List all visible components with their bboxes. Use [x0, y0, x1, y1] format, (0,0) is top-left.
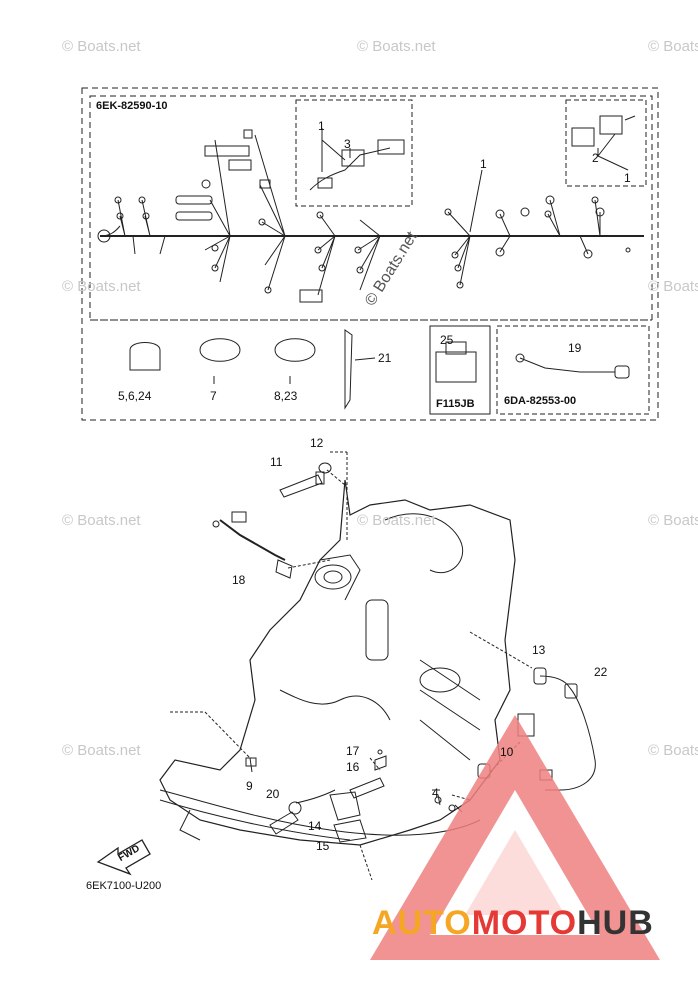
- watermark: © Boats.net: [648, 512, 698, 529]
- part-label: 13: [532, 643, 546, 657]
- logo-part-moto: MOTO: [471, 904, 578, 942]
- part-label: 14: [308, 819, 322, 833]
- part-label: 25: [440, 333, 454, 347]
- part-label: 5,6,24: [118, 389, 152, 403]
- part-label: 18: [232, 573, 246, 587]
- part-label: 17: [346, 744, 360, 758]
- watermark: © Boats.net: [357, 38, 436, 55]
- part-label: 15: [316, 839, 330, 853]
- part-label: 7: [210, 389, 217, 403]
- part-label: 16: [346, 760, 360, 774]
- automotohub-logo: AUTOMOTOHUB: [372, 904, 654, 943]
- kit-frame: [81, 87, 659, 421]
- watermark: © Boats.net: [357, 512, 436, 529]
- part-label: 19: [568, 341, 582, 355]
- part-label: 20: [266, 787, 280, 801]
- watermark: © Boats.net: [62, 278, 141, 295]
- part-label: 10: [500, 745, 514, 759]
- part-label: 1: [624, 171, 631, 185]
- part-label: 11: [270, 455, 283, 469]
- watermark: © Boats.net: [648, 38, 698, 55]
- part-label: 22: [594, 665, 608, 679]
- main-harness-code: 6EK-82590-10: [96, 100, 168, 112]
- part-label: 1: [318, 119, 325, 133]
- watermark: © Boats.net: [62, 742, 141, 759]
- model-code: F115JB: [436, 398, 475, 410]
- watermark: © Boats.net: [648, 742, 698, 759]
- part-label: 9: [246, 779, 253, 793]
- part-label: 1: [480, 157, 487, 171]
- watermark: © Boats.net: [648, 278, 698, 295]
- part-label: 8,23: [274, 389, 298, 403]
- logo-part-hub: HUB: [577, 904, 654, 942]
- part-label: 12: [310, 436, 324, 450]
- part-label: 2: [592, 151, 599, 165]
- sub-harness-code: 6DA-82553-00: [504, 395, 577, 407]
- watermark: © Boats.net: [62, 512, 141, 529]
- part-label: 4: [432, 786, 439, 800]
- logo-part-auto: AUTO: [372, 904, 472, 942]
- logo-triangle: [370, 715, 660, 960]
- drawing-code: 6EK7100-U200: [86, 880, 162, 892]
- part-label: 3: [344, 137, 351, 151]
- part-label: 21: [378, 351, 392, 365]
- watermark: © Boats.net: [62, 38, 141, 55]
